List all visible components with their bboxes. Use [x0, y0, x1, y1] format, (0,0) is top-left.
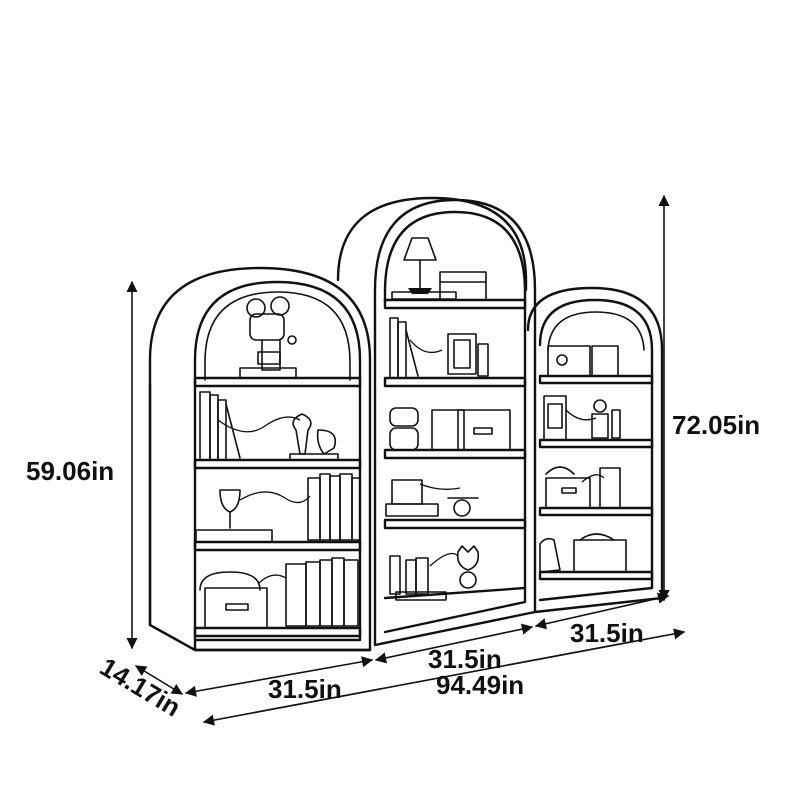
depth-label: 14.17in: [95, 651, 186, 722]
books-icon: [389, 317, 419, 379]
vase-icon: [389, 407, 419, 451]
handbag-icon: [539, 533, 627, 573]
photo-frame-icon: [447, 333, 489, 377]
vase-icon: [289, 413, 339, 461]
left-height-label: 59.06in: [26, 456, 114, 486]
left-bookshelf: [148, 266, 372, 652]
storage-box-icon: [545, 466, 621, 509]
vase-icon: [591, 399, 621, 439]
wine-glass-icon: [195, 489, 273, 543]
books-icon: [307, 473, 361, 541]
left-width-label: 31.5in: [268, 674, 342, 704]
figurine-icon: [239, 296, 297, 379]
table-lamp-icon: [391, 237, 457, 300]
total-width-label: 94.49in: [436, 670, 524, 700]
right-height-label: 72.05in: [672, 410, 760, 440]
books-icon: [199, 391, 241, 461]
total-width-dimension-line: [202, 628, 686, 726]
figurine-icon: [385, 479, 479, 517]
figurine-icon: [456, 545, 480, 589]
right-bookshelf: [526, 286, 664, 614]
books-icon: [285, 557, 359, 627]
center-bookshelf: [336, 196, 537, 647]
storage-box-icon: [547, 345, 619, 377]
photo-frame-icon: [543, 395, 567, 441]
storage-box-icon: [431, 409, 511, 451]
books-icon: [389, 555, 447, 601]
center-width-label: 31.5in: [428, 644, 502, 674]
storage-box-icon: [439, 271, 487, 301]
handbag-icon: [199, 571, 268, 629]
right-width-label: 31.5in: [570, 618, 644, 648]
depth-dimension-line: [135, 665, 183, 695]
right-width-dimension-line: [534, 592, 670, 630]
